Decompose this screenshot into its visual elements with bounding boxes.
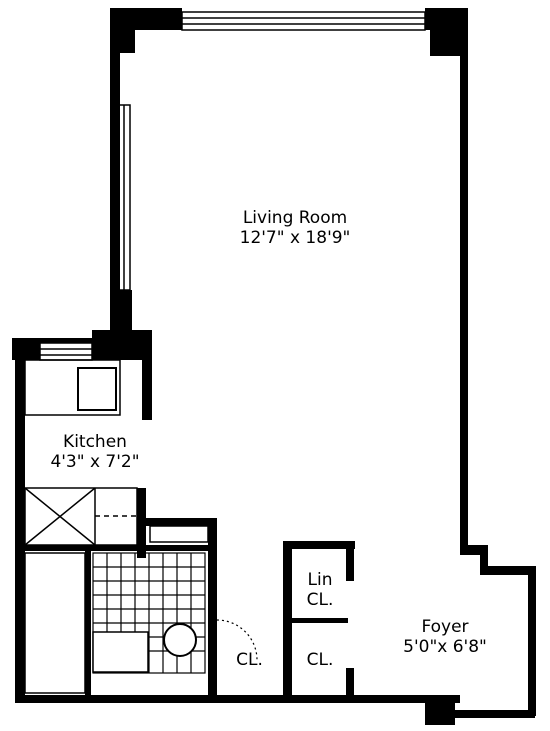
label-linen-closet: Lin CL. [292, 570, 348, 610]
window-kitchen [39, 342, 93, 361]
foyer-name: Foyer [421, 617, 469, 637]
toilet [163, 623, 197, 657]
bathtub [24, 552, 86, 694]
wall-right-jog-h2 [480, 566, 530, 575]
linen-closet-line2: CL. [306, 590, 334, 610]
windows [39, 11, 426, 361]
wall-bath-divider [22, 545, 212, 551]
wall-right-jog-v [480, 545, 488, 575]
wall-kitchen-right [142, 330, 152, 420]
living-room-dims: 12'7" x 18'9" [239, 228, 351, 248]
label-foyer: Foyer 5'0"x 6'8" [375, 617, 515, 657]
wall-top-left-cap [110, 8, 182, 30]
wall-top-right-cap [425, 8, 468, 30]
wall-bottom-right [455, 710, 535, 718]
wall-closet-divider [292, 618, 348, 623]
wall-right-jog-h [460, 545, 488, 555]
window-top [181, 11, 426, 31]
wall-left-pier [110, 290, 132, 338]
living-room-name: Living Room [242, 208, 348, 228]
linen-closet-line1: Lin [307, 570, 333, 590]
label-living-room: Living Room 12'7" x 18'9" [200, 208, 390, 248]
fixtures [24, 359, 209, 694]
wall-left-upper [110, 8, 120, 348]
wall-bath-top [137, 518, 217, 526]
window-left [111, 104, 131, 291]
wall-closet-left [283, 541, 292, 696]
door-swing-closet [216, 619, 258, 661]
kitchen-counter [24, 359, 121, 416]
kitchen-dims: 4'3" x 7'2" [50, 452, 140, 472]
label-closet-bath: CL. [236, 650, 263, 670]
kitchen-name: Kitchen [63, 432, 127, 452]
label-kitchen: Kitchen 4'3" x 7'2" [25, 432, 165, 472]
wall-closet-top [283, 541, 355, 549]
door-swings [216, 619, 258, 661]
bath-sink-counter [92, 631, 149, 673]
label-closet-hall: CL. [306, 650, 334, 670]
wall-bottom [15, 695, 460, 703]
kitchen-range [24, 487, 138, 546]
wall-outer-left [15, 338, 25, 703]
wall-closet-right-low [346, 668, 354, 696]
wall-kitchen-top [12, 338, 152, 343]
wall-bath-inner [85, 551, 91, 696]
wall-right-lower [528, 566, 536, 716]
wall-right [460, 50, 468, 555]
kitchen-sink [77, 367, 117, 411]
foyer-dims: 5'0"x 6'8" [403, 637, 487, 657]
wall-closet-right [346, 541, 354, 581]
walls [12, 8, 536, 725]
kitchen-range-x2 [24, 487, 96, 546]
wall-bottom-pier [425, 695, 455, 725]
bath-vanity [149, 525, 209, 543]
wall-bath-right [208, 518, 217, 698]
